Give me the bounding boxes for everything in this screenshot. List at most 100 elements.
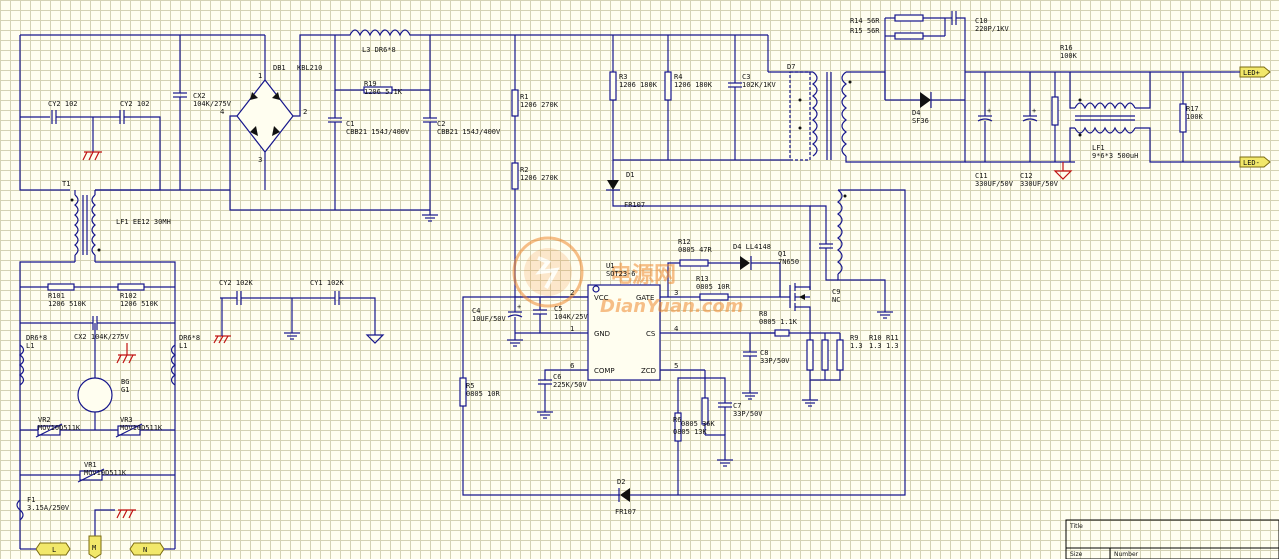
component-value: 9*6*3 500uH bbox=[1092, 152, 1138, 160]
component-ref: R12 bbox=[678, 238, 691, 246]
component-ref: R2 bbox=[520, 166, 528, 174]
component-ref: C5 bbox=[554, 305, 562, 313]
component-value: 10UF/50V bbox=[472, 315, 507, 323]
component-label: CY1 102K bbox=[310, 279, 345, 287]
component-value: 1206 270K bbox=[520, 174, 559, 182]
component-ref: R102 bbox=[120, 292, 137, 300]
component-value: 100K bbox=[1060, 52, 1078, 60]
component-value: 1.3 bbox=[850, 342, 863, 350]
component-ref: C2 bbox=[437, 120, 445, 128]
component-label: LF1 EE12 30MH bbox=[116, 218, 171, 226]
component-value: 104K/25V bbox=[554, 313, 589, 321]
pin-number: 5 bbox=[674, 362, 678, 370]
pin-number: 3 bbox=[674, 289, 678, 297]
component-ref: R4 bbox=[674, 73, 682, 81]
component-value: 0805 47R bbox=[678, 246, 713, 254]
component-value: 0805 10R bbox=[466, 390, 501, 398]
component-label: CY2 102 bbox=[48, 100, 78, 108]
svg-text:+: + bbox=[517, 303, 521, 311]
component-ref: VR2 bbox=[38, 416, 51, 424]
component-ref: C3 bbox=[742, 73, 750, 81]
svg-text:+: + bbox=[987, 107, 991, 115]
component-ref: C12 bbox=[1020, 172, 1033, 180]
component-value: 7N650 bbox=[778, 258, 799, 266]
bridge-pin-numbers: 1 2 3 4 bbox=[220, 72, 307, 164]
title-block: Title Size Number bbox=[1065, 519, 1279, 559]
component-value: 1.3 bbox=[869, 342, 882, 350]
component-value: 1206 5.1K bbox=[364, 88, 403, 96]
number-label: Number bbox=[1114, 551, 1139, 558]
component-value: G1 bbox=[121, 386, 129, 394]
pin-cs: CS bbox=[646, 330, 656, 338]
transformer-t1 bbox=[70, 190, 101, 262]
component-ref: T1 bbox=[62, 180, 70, 188]
component-value: KBL210 bbox=[297, 64, 322, 72]
component-value: 0805 13K bbox=[673, 428, 708, 436]
pin-number: 1 bbox=[570, 325, 574, 333]
component-label: R15 56R bbox=[850, 27, 880, 35]
component-ref: BG bbox=[121, 378, 129, 386]
component-value: FR107 bbox=[615, 508, 636, 516]
pin-gnd: GND bbox=[594, 330, 610, 338]
component-ref: C7 bbox=[733, 402, 741, 410]
port-led-positive: LED+ bbox=[1235, 66, 1271, 78]
component-value: 220P/1KV bbox=[975, 25, 1010, 33]
ic-u1-pins: VCC GATE GND CS COMP ZCD 2 1 6 3 4 5 bbox=[570, 289, 679, 375]
component-ref: VR3 bbox=[120, 416, 133, 424]
component-value: 1206 180K bbox=[619, 81, 658, 89]
component-value: 104K/275V bbox=[193, 100, 232, 108]
port-led-positive-label: LED+ bbox=[1243, 69, 1260, 77]
component-ref: DR6*8 bbox=[179, 334, 200, 342]
component-value: 1206 510K bbox=[120, 300, 159, 308]
component-ref: R8 bbox=[759, 310, 767, 318]
component-ref: DR6*8 bbox=[26, 334, 47, 342]
component-label: CY2 102 bbox=[120, 100, 150, 108]
component-ref: CX2 bbox=[193, 92, 206, 100]
component-ref: F1 bbox=[27, 496, 35, 504]
component-ref: R6 bbox=[673, 416, 681, 424]
svg-text:+: + bbox=[1032, 107, 1036, 115]
component-value: MOV10D511K bbox=[38, 424, 81, 432]
component-ref: R101 bbox=[48, 292, 65, 300]
component-ref: D2 bbox=[617, 478, 625, 486]
y-capacitor-group bbox=[213, 291, 385, 344]
pin-number: 1 bbox=[258, 72, 262, 80]
component-value: 225K/50V bbox=[553, 381, 588, 389]
size-label: Size bbox=[1070, 551, 1083, 558]
pin-number: 4 bbox=[220, 108, 225, 116]
ground-symbol bbox=[116, 343, 136, 364]
component-ref: R9 bbox=[850, 334, 858, 342]
component-value: CBB21 154J/400V bbox=[437, 128, 501, 136]
pin-number: 2 bbox=[570, 289, 574, 297]
component-label: R14 56R bbox=[850, 17, 880, 25]
component-value: 100K bbox=[1186, 113, 1204, 121]
component-value: MOV10D511K bbox=[84, 469, 127, 477]
component-ref: C11 bbox=[975, 172, 988, 180]
component-value: 1206 270K bbox=[520, 101, 559, 109]
pin-number: 3 bbox=[258, 156, 262, 164]
component-ref: D1 bbox=[626, 171, 634, 179]
pin-number: 6 bbox=[570, 362, 575, 370]
component-value: SF36 bbox=[912, 117, 929, 125]
pin-gate: GATE bbox=[636, 294, 654, 302]
component-value: 1206 510K bbox=[48, 300, 87, 308]
component-ref: R1 bbox=[520, 93, 528, 101]
component-ref: R3 bbox=[619, 73, 627, 81]
component-ref: R10 bbox=[869, 334, 882, 342]
component-ref: Q1 bbox=[778, 250, 786, 258]
component-value: L1 bbox=[26, 342, 34, 350]
component-ref: DB1 bbox=[273, 64, 286, 72]
controller-section: + bbox=[459, 189, 906, 502]
pin-comp: COMP bbox=[594, 367, 615, 375]
component-value: 1206 180K bbox=[674, 81, 713, 89]
watermark-logo: 电源网 DianYuan.com bbox=[512, 236, 744, 317]
component-ref: R11 bbox=[886, 334, 899, 342]
svg-text:M: M bbox=[92, 544, 96, 552]
port-line-label: L bbox=[52, 546, 56, 554]
title-label: Title bbox=[1069, 523, 1083, 530]
pi-filter bbox=[328, 29, 515, 222]
component-ref: D7 bbox=[787, 63, 795, 71]
watermark-cn: 电源网 bbox=[610, 263, 676, 288]
